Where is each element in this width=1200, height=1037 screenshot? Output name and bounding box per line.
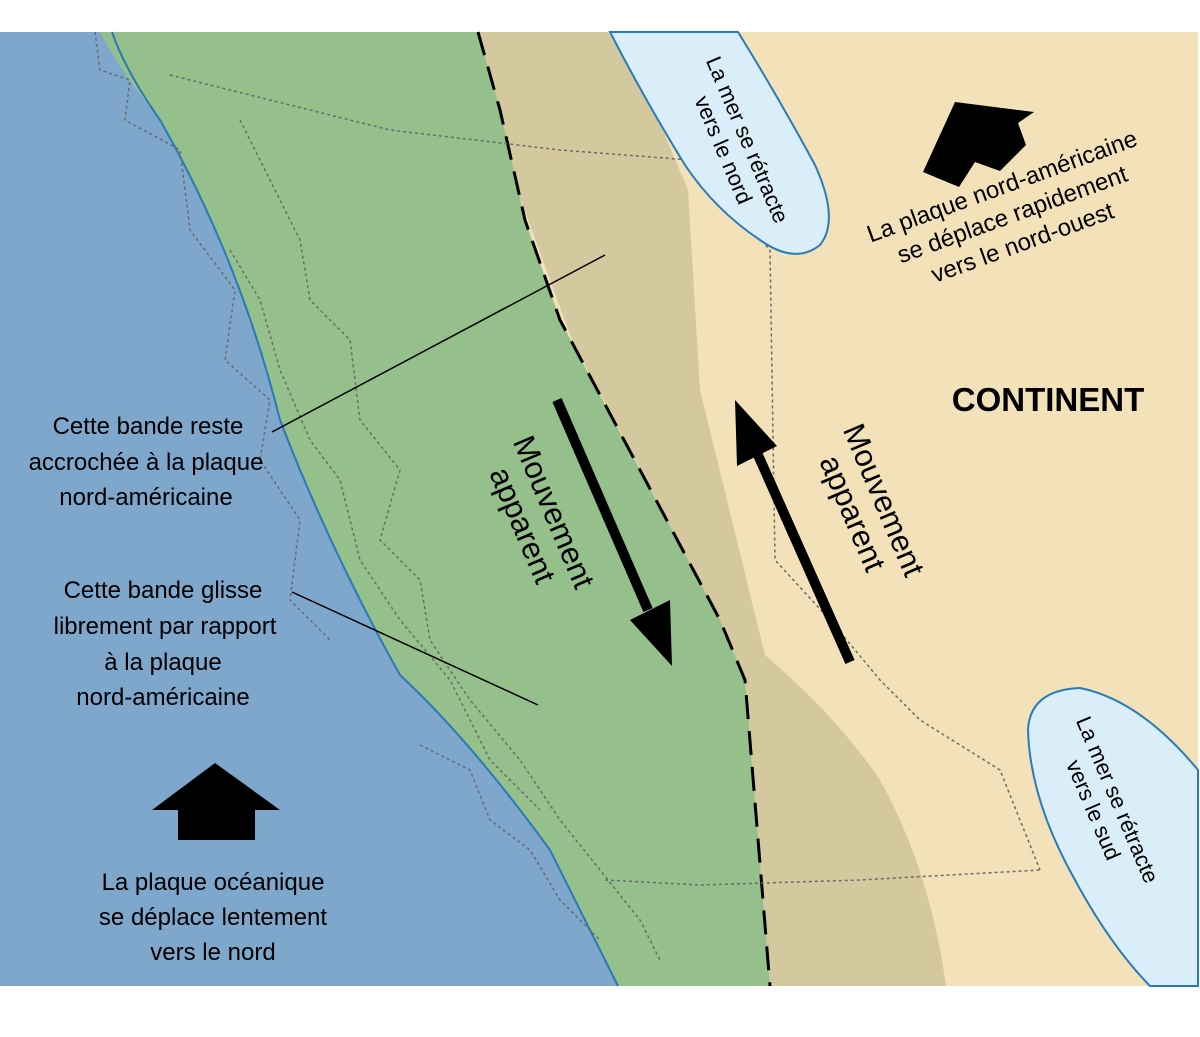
- arrow-up-icon: [152, 763, 280, 840]
- transition-band: [478, 32, 946, 986]
- leader-line-attached: [271, 254, 606, 433]
- band-attached-line-2: accrochée à la plaque: [29, 449, 264, 476]
- dotted-boundaries: [94, 31, 1041, 961]
- band-sliding-line-3: à la plaque: [104, 649, 221, 676]
- ocean-area: [0, 32, 618, 986]
- coastline: [111, 31, 619, 987]
- band-attached-line-3: nord-américaine: [59, 484, 232, 511]
- band-sliding-line-4: nord-américaine: [76, 684, 249, 711]
- sea-north: [608, 31, 830, 255]
- oceanic-plate-line-3: vers le nord: [150, 939, 275, 966]
- oceanic-plate-line-2: se déplace lentement: [99, 904, 327, 931]
- continent-label: CONTINENT: [952, 381, 1145, 418]
- arrow-up-icon: [735, 400, 855, 665]
- arrow-down-icon: [552, 398, 672, 666]
- band-attached-label: Cette bande reste accrochée à la plaque …: [29, 413, 264, 511]
- sea-south: [1026, 686, 1199, 987]
- band-sliding-label: Cette bande glisse librement par rapport…: [54, 577, 277, 711]
- plate-boundary-dashed: [476, 31, 772, 987]
- band-sliding-line-1: Cette bande glisse: [64, 577, 263, 604]
- oceanic-plate-line-1: La plaque océanique: [102, 869, 325, 896]
- arrow-up-icon: [923, 102, 1034, 187]
- band-attached-line-1: Cette bande reste: [53, 413, 244, 440]
- leader-line-sliding: [291, 591, 539, 706]
- coastal-band: [100, 32, 770, 986]
- oceanic-plate-label: La plaque océanique se déplace lentement…: [99, 869, 327, 966]
- band-sliding-line-2: librement par rapport: [54, 613, 277, 640]
